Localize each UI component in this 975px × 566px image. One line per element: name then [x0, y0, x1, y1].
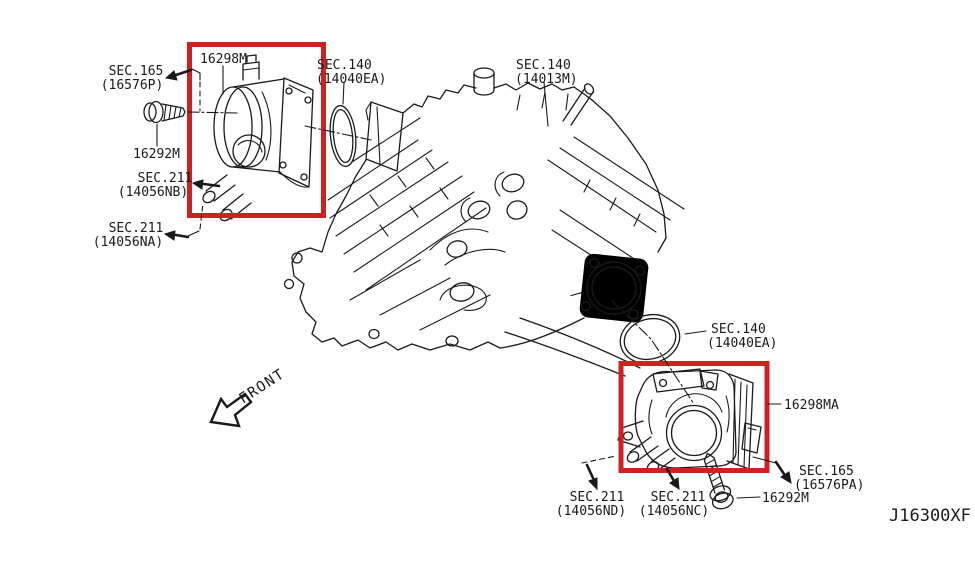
- label-sec140-gasket-bottom-line1: SEC.140: [711, 322, 766, 337]
- intake-manifold-drawing: [283, 67, 685, 377]
- label-sec165-top-line1: SEC.165: [109, 64, 164, 79]
- callout-arrows: [163, 68, 792, 491]
- label-sec165-top-line2: (16576P): [101, 78, 164, 93]
- gasket-top: [329, 104, 357, 168]
- arrow-sec165-top: [164, 68, 193, 81]
- label-sec211-na-line1: SEC.211: [109, 221, 164, 236]
- label-sec211-na-line2: (14056NA): [93, 235, 163, 250]
- label-sec140-manifold-line1: SEC.140: [516, 58, 571, 73]
- label-16292M-top: 16292M: [133, 147, 180, 162]
- label-sec140-gasket-top-line2: (14040EA): [316, 72, 386, 87]
- label-sec140-manifold-line2: (14013M): [515, 72, 578, 87]
- front-label: FRONT: [236, 366, 288, 407]
- label-sec211-nc-line2: (14056NC): [639, 504, 709, 519]
- bolt-top: [143, 100, 186, 124]
- label-sec140-gasket-bottom-line2: (14040EA): [707, 336, 777, 351]
- label-sec211-nb-line1: SEC.211: [138, 171, 193, 186]
- throttle-body-1: [202, 54, 314, 222]
- label-sec211-nb-line2: (14056NB): [118, 185, 188, 200]
- leader-lines: [156, 65, 782, 499]
- label-sec140-gasket-top-line1: SEC.140: [317, 58, 372, 73]
- labels: SEC.165 (16576P) 16298M SEC.140 (14040EA…: [93, 52, 971, 526]
- arrow-sec211-nb: [191, 179, 221, 190]
- arrow-sec165-bottom: [774, 460, 792, 484]
- front-arrow-icon: [209, 392, 253, 428]
- highlight-box-throttle-body-2: [618, 361, 770, 473]
- label-16298MA: 16298MA: [784, 398, 839, 413]
- highlight-box-throttle-body-1: [187, 42, 326, 218]
- label-sec165-bottom-line2: (16576PA): [794, 478, 864, 493]
- label-16298M: 16298M: [200, 52, 247, 67]
- label-sec211-nd-line1: SEC.211: [570, 490, 625, 505]
- arrow-sec211-nc: [665, 467, 680, 490]
- arrow-sec211-nd: [585, 463, 598, 491]
- label-sec211-nd-line2: (14056ND): [556, 504, 626, 519]
- label-16292M-bottom: 16292M: [762, 491, 809, 506]
- arrow-sec211-na: [163, 230, 190, 241]
- label-sec165-bottom-line1: SEC.165: [799, 464, 854, 479]
- manifold-flange-tb2: [570, 253, 649, 323]
- label-sec211-nc-line1: SEC.211: [651, 490, 706, 505]
- diagram-code: J16300XF: [889, 506, 971, 526]
- front-direction: FRONT: [209, 366, 288, 428]
- throttle-body-2: [617, 368, 762, 473]
